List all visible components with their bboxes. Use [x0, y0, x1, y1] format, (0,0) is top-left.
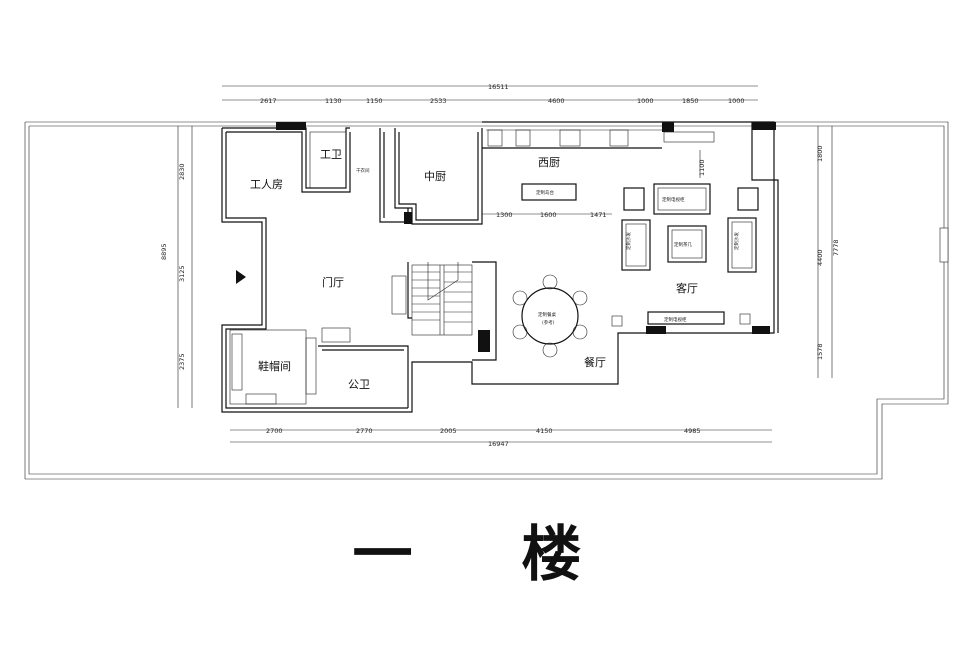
dim-bottom: 2770: [356, 427, 373, 435]
room-label-dryer-room: 干衣间: [356, 167, 370, 174]
fixture-labels: 定制电视柜 定制茶几 定制沙发 定制沙发 定制电视柜 定制餐桌 (参考) 定制岛…: [536, 189, 740, 326]
room-label-servant-bath: 工卫: [320, 148, 342, 161]
dim-inner: 1600: [540, 211, 557, 219]
dim-left-total: 8895: [160, 243, 168, 260]
dim-bottom: 2005: [440, 427, 457, 435]
dim-right: 1800: [816, 145, 824, 162]
sofa-right-label: 定制沙发: [733, 232, 740, 250]
bottom-cabinet-label: 定制电视柜: [664, 316, 687, 323]
dimension-lines: [177, 85, 833, 443]
dining-table-label: 定制餐桌: [538, 311, 556, 318]
walls: [221, 121, 779, 413]
room-label-chinese-kitchen: 中厨: [424, 170, 446, 183]
dining-set: [512, 274, 588, 358]
room-label-western-kitchen: 西厨: [538, 156, 560, 169]
tv-cabinet-label: 定制电视柜: [662, 196, 685, 203]
dim-top: 4600: [548, 97, 565, 105]
dim-bottom-total: 16947: [488, 440, 509, 448]
room-label-living-room: 客厅: [676, 281, 698, 295]
coffee-table-label: 定制茶几: [674, 241, 692, 248]
sofa-left-label: 定制沙发: [625, 232, 632, 250]
dim-top: 2533: [430, 97, 447, 105]
room-label-foyer: 门厅: [322, 275, 344, 289]
room-label-servant-room: 工人房: [250, 178, 283, 191]
dim-left: 2830: [178, 163, 186, 180]
dim-bottom: 2700: [266, 427, 283, 435]
dim-left: 3125: [178, 265, 186, 282]
dim-left: 2375: [178, 353, 186, 370]
columns: [276, 122, 776, 352]
dim-inner: 1100: [698, 159, 706, 176]
living-furniture: [611, 131, 759, 327]
dim-right-total: 7778: [832, 239, 840, 256]
room-label-dining-room: 餐厅: [584, 355, 606, 369]
dim-top: 1000: [637, 97, 654, 105]
dim-top: 1850: [682, 97, 699, 105]
dim-top: 2617: [260, 97, 277, 105]
room-labels: 工人房 工卫 干衣间 中厨 西厨 门厅 客厅 餐厅 鞋帽间 公卫: [250, 148, 698, 391]
dim-top: 1000: [728, 97, 745, 105]
dim-top-total: 16511: [488, 83, 509, 91]
dim-inner: 1300: [496, 211, 513, 219]
dim-inner: 1471: [590, 211, 607, 219]
dim-bottom: 4150: [536, 427, 553, 435]
kitchen-fixtures: [391, 129, 629, 315]
island-label: 定制岛台: [536, 189, 554, 196]
dim-right: 4400: [816, 249, 824, 266]
dining-note-label: (参考): [542, 319, 555, 326]
entrance-arrow-icon: [236, 270, 246, 284]
dim-top: 1130: [325, 97, 342, 105]
room-label-public-bath: 公卫: [348, 378, 370, 391]
dim-top: 1150: [366, 97, 383, 105]
dim-right: 1578: [816, 343, 824, 360]
room-label-shoe-room: 鞋帽间: [258, 359, 291, 373]
site-boundary: [24, 121, 949, 480]
floor-title: 一 楼: [352, 520, 626, 590]
stairs: [412, 262, 472, 335]
dim-bottom: 4985: [684, 427, 701, 435]
dimension-labels: 16511 2617 1130 1150 2533 4600 1000 1850…: [160, 83, 840, 448]
